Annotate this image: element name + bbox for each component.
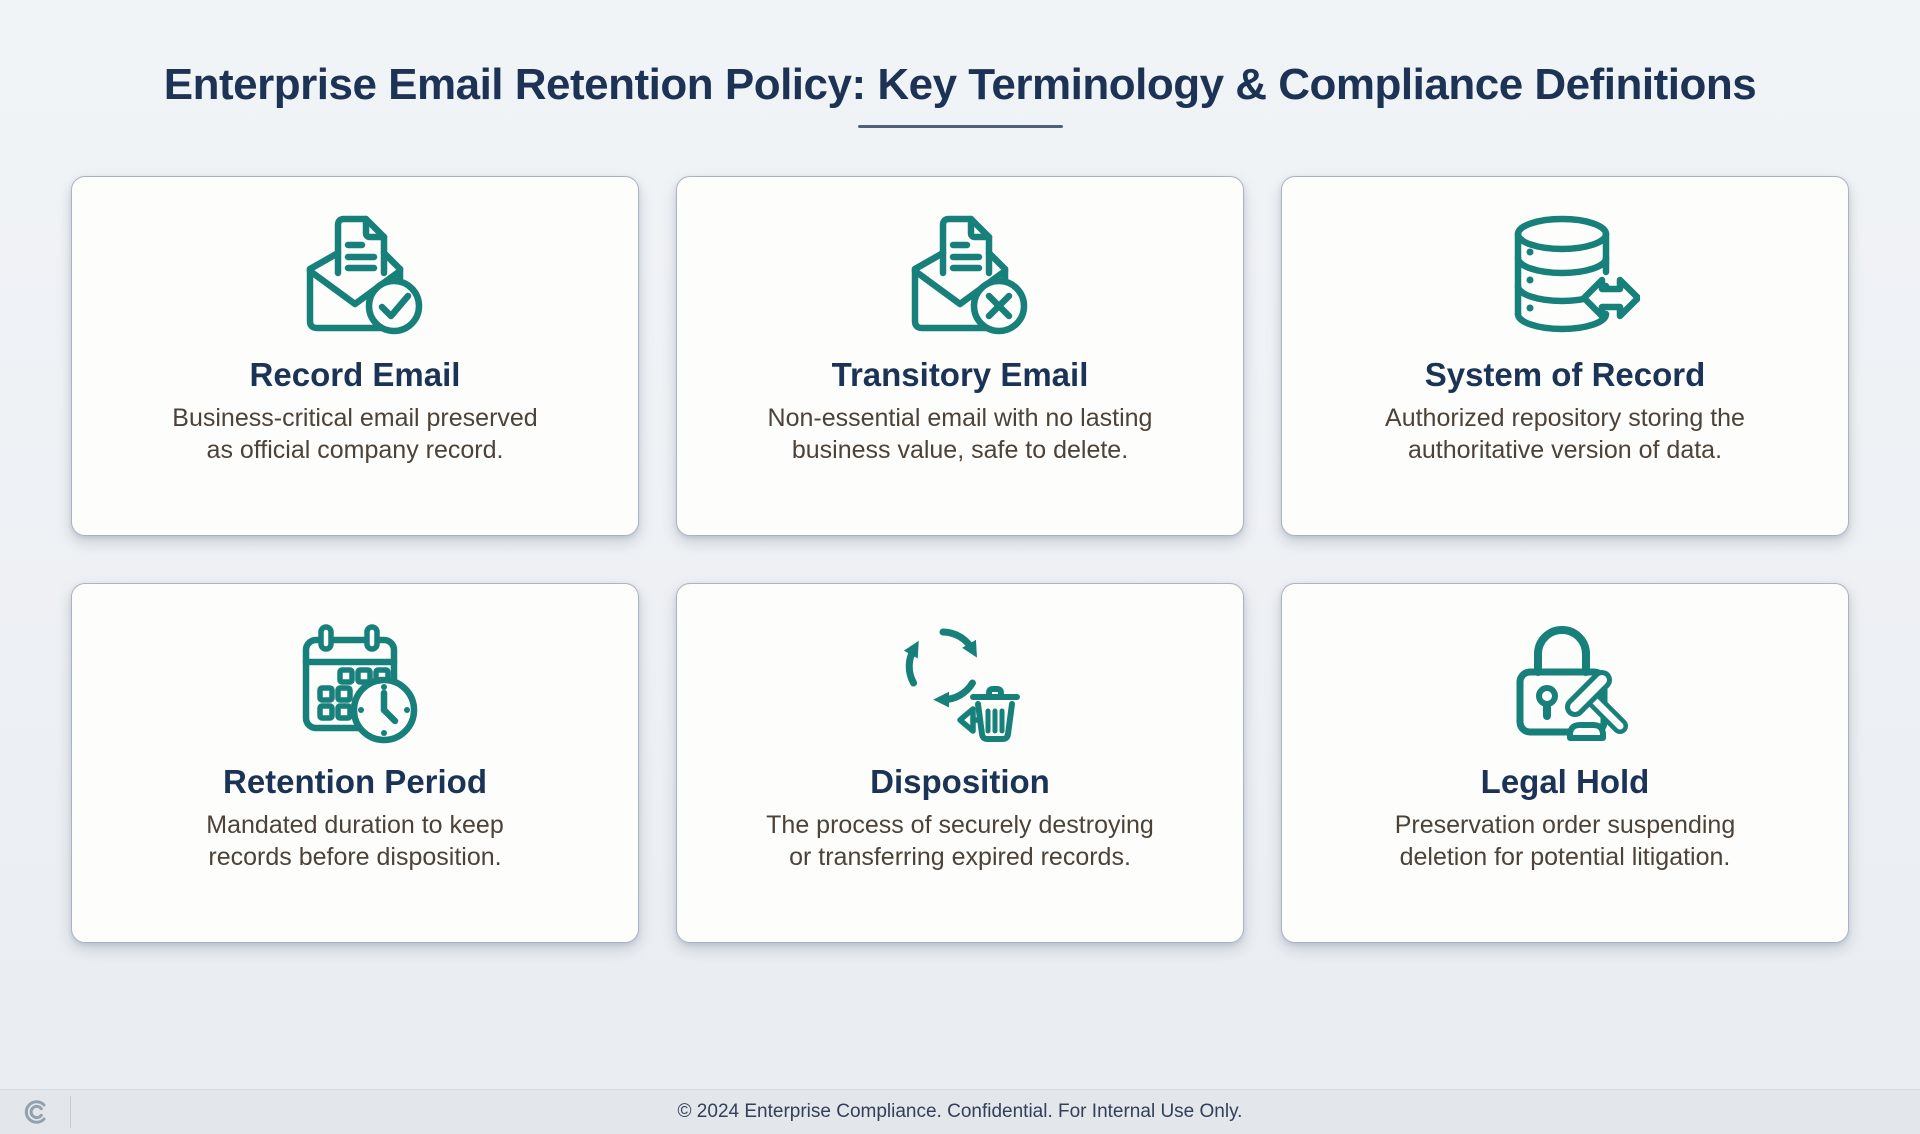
footer-text: © 2024 Enterprise Compliance. Confidenti… xyxy=(677,1101,1243,1122)
title-underline xyxy=(857,125,1063,129)
card-system-of-record: System of Record Authorized repository s… xyxy=(1281,176,1849,537)
card-description: Non-essential email with no lasting busi… xyxy=(767,404,1153,464)
card-record-email: Record Email Business-critical email pre… xyxy=(71,176,639,537)
transitory-email-icon xyxy=(885,205,1035,343)
footer-bar: © 2024 Enterprise Compliance. Confidenti… xyxy=(0,1089,1920,1134)
retention-period-icon xyxy=(280,612,430,750)
card-description: Preservation order suspending deletion f… xyxy=(1394,811,1736,871)
card-title: Transitory Email xyxy=(831,356,1089,394)
card-title: Record Email xyxy=(249,356,461,394)
system-of-record-icon xyxy=(1490,205,1640,343)
card-description: Mandated duration to keep records before… xyxy=(206,811,504,871)
card-title: Legal Hold xyxy=(1480,763,1650,801)
cards-grid: Record Email Business-critical email pre… xyxy=(71,176,1849,944)
infographic-root: Enterprise Email Retention Policy: Key T… xyxy=(0,60,1920,1134)
card-description: Authorized repository storing the author… xyxy=(1385,404,1745,464)
card-description: Business-critical email preserved as off… xyxy=(172,404,538,464)
disposition-icon xyxy=(885,612,1035,750)
page-title: Enterprise Email Retention Policy: Key T… xyxy=(163,60,1757,109)
legal-hold-icon xyxy=(1490,612,1640,750)
card-description: The process of securely destroying or tr… xyxy=(766,811,1154,871)
card-transitory-email: Transitory Email Non-essential email wit… xyxy=(676,176,1244,537)
card-disposition: Disposition The process of securely dest… xyxy=(676,583,1244,944)
card-retention-period: Retention Period Mandated duration to ke… xyxy=(71,583,639,944)
card-legal-hold: Legal Hold Preservation order suspending… xyxy=(1281,583,1849,944)
record-email-icon xyxy=(280,205,430,343)
card-title: Retention Period xyxy=(222,763,488,801)
card-title: System of Record xyxy=(1424,356,1706,394)
card-title: Disposition xyxy=(870,763,1050,801)
